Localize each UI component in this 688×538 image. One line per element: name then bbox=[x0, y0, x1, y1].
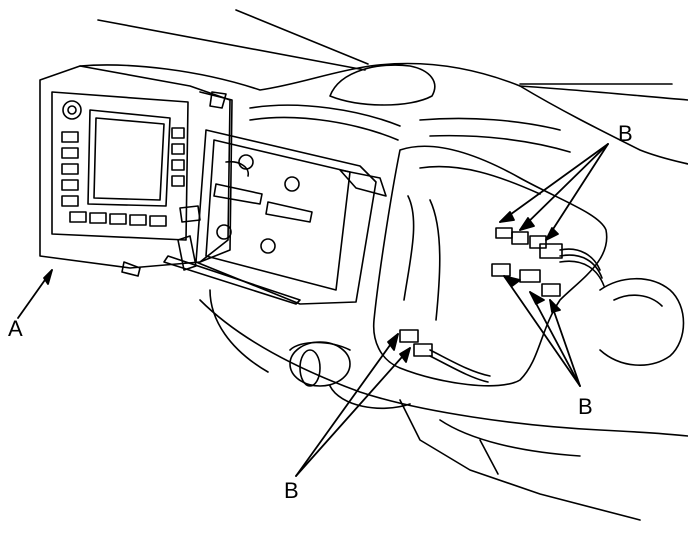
mounting-bracket bbox=[163, 129, 387, 305]
dashboard-shell bbox=[79, 62, 688, 437]
callout-arrows bbox=[17, 143, 609, 477]
arrow-b-upper-1 bbox=[499, 143, 609, 223]
arrow-b-center-2 bbox=[295, 347, 411, 477]
arrow-b-lower-2 bbox=[529, 291, 581, 387]
arrow-b-center-1 bbox=[295, 333, 399, 477]
label-b-lower-right: B bbox=[578, 394, 593, 419]
arrow-b-upper-2 bbox=[519, 143, 609, 231]
label-b-lower-center: B bbox=[284, 478, 299, 503]
right-air-vent bbox=[599, 278, 685, 366]
label-a: A bbox=[8, 316, 23, 341]
center-opening bbox=[372, 145, 608, 387]
steering-column bbox=[289, 341, 641, 521]
right-button-column bbox=[171, 127, 185, 187]
audio-display-unit bbox=[39, 65, 233, 277]
left-button-column bbox=[61, 131, 79, 207]
arrow-b-lower-3 bbox=[549, 299, 581, 387]
arrow-b-upper-3 bbox=[545, 143, 609, 241]
guide-lines bbox=[97, 9, 673, 85]
bottom-button-row bbox=[69, 211, 167, 227]
label-b-upper-right: B bbox=[618, 121, 633, 146]
arrow-b-lower-1 bbox=[503, 275, 581, 387]
arrow-a-head bbox=[43, 269, 53, 285]
connector-group-upper bbox=[491, 227, 605, 297]
connector-group-lower bbox=[399, 329, 491, 383]
